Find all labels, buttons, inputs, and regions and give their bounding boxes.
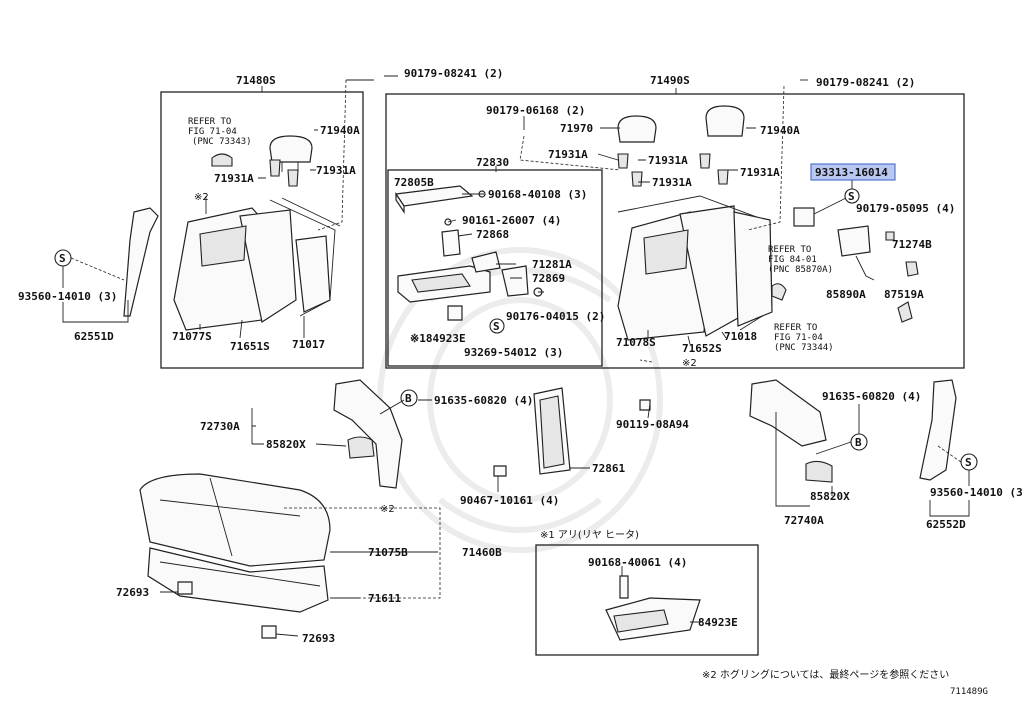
label-93313-16014[interactable]: 93313-16014 — [815, 166, 888, 179]
label-71077S: 71077S — [172, 330, 212, 343]
label-90179-08241-a: 90179-08241 (2) — [404, 67, 503, 80]
footnote-hog-ring: ※2 ホグリングについては、最終ページを参照ください — [702, 668, 949, 681]
label-71480S: 71480S — [236, 74, 276, 87]
refer-7104-a-line1: REFER TO — [188, 117, 231, 127]
label-85820X-b: 85820X — [810, 490, 850, 503]
headrest-lh-outer — [699, 105, 745, 185]
refer-8401-line1: REFER TO — [768, 245, 811, 255]
label-90176-04015: 90176-04015 (2) — [506, 310, 605, 323]
seatback-lh — [617, 195, 773, 341]
label-72861: 72861 — [592, 462, 625, 475]
label-note2-c: ※2 — [380, 504, 395, 515]
label-93560-14010-b: 93560-14010 (3) — [930, 486, 1024, 499]
box-armrest — [387, 169, 603, 367]
label-71931A-2: 71931A — [214, 172, 254, 185]
refer-7104-b-line3: (PNC 73344) — [774, 343, 834, 353]
label-72869: 72869 — [532, 272, 565, 285]
refer-7104-b-line1: REFER TO — [774, 323, 817, 333]
panel-72861 — [493, 387, 651, 477]
heater-module — [771, 207, 919, 323]
refer-7104-b-line2: FIG 71-04 — [774, 333, 823, 343]
label-90161-26007: 90161-26007 (4) — [462, 214, 561, 227]
label-90168-40108: 90168-40108 (3) — [488, 188, 587, 201]
label-72693-a: 72693 — [116, 586, 149, 599]
label-71017: 71017 — [292, 338, 325, 351]
headrest-rh — [211, 135, 313, 187]
label-72805B: 72805B — [394, 176, 434, 189]
label-93269-54012: 93269-54012 (3) — [464, 346, 563, 359]
seatback-rh — [173, 197, 341, 331]
hinge-lh — [749, 379, 833, 483]
label-84923E-a: ※184923E — [410, 332, 466, 345]
label-71611: 71611 — [368, 592, 401, 605]
label-91635-60820-b: 91635-60820 (4) — [822, 390, 921, 403]
hinge-rh — [333, 379, 403, 489]
label-71931A-5: 71931A — [652, 176, 692, 189]
label-71931A-4: 71931A — [648, 154, 688, 167]
side-trim-lh — [919, 379, 957, 481]
headrest-lh-center — [617, 115, 657, 187]
label-90179-06168: 90179-06168 (2) — [486, 104, 585, 117]
box-set-lh — [385, 93, 965, 369]
label-71931A-6: 71931A — [740, 166, 780, 179]
label-90179-05095: 90179-05095 (4) — [856, 202, 955, 215]
part-labels: 71480S 71490S REFER TO FIG 71-04 (PNC 73… — [18, 67, 1024, 697]
label-71078S: 71078S — [616, 336, 656, 349]
label-71490S: 71490S — [650, 74, 690, 87]
label-90119-08A94: 90119-08A94 — [616, 418, 689, 431]
seat-cushion — [139, 473, 331, 639]
sym-b-lh: B — [855, 436, 862, 449]
label-71940A-b: 71940A — [760, 124, 800, 137]
label-87519A: 87519A — [884, 288, 924, 301]
refer-7104-a-line2: FIG 71-04 — [188, 127, 237, 137]
label-71652S: 71652S — [682, 342, 722, 355]
side-trim-rh — [123, 207, 159, 317]
box-heater — [535, 544, 759, 656]
label-note1-heater: ※1 アリ(リヤ ヒータ) — [540, 529, 639, 541]
label-71075B: 71075B — [368, 546, 408, 559]
refer-8401-line2: FIG 84-01 — [768, 255, 817, 265]
bolt-symbol-b-rh — [400, 389, 418, 407]
label-90179-08241-b: 90179-08241 (2) — [816, 76, 915, 89]
label-72868: 72868 — [476, 228, 509, 241]
label-72740A: 72740A — [784, 514, 824, 527]
label-91635-60820-a: 91635-60820 (4) — [434, 394, 533, 407]
label-62551D: 62551D — [74, 330, 114, 343]
label-71651S: 71651S — [230, 340, 270, 353]
highlight-93313-16014[interactable] — [810, 163, 896, 181]
refer-8401-line3: (PNC 85870A) — [768, 265, 833, 275]
screw-symbol-s-armrest — [489, 318, 505, 334]
refer-7104-a-line3: (PNC 73343) — [192, 137, 252, 147]
sym-b-rh: B — [405, 392, 412, 405]
label-85820X-a: 85820X — [266, 438, 306, 451]
label-62552D: 62552D — [926, 518, 966, 531]
sym-s-armrest: S — [493, 320, 500, 333]
label-72693-b: 72693 — [302, 632, 335, 645]
label-72730A: 72730A — [200, 420, 240, 433]
figure-id: 711489G — [950, 687, 988, 697]
armrest-parts — [394, 185, 543, 321]
label-note2-b: ※2 — [682, 358, 697, 369]
label-71940A-a: 71940A — [320, 124, 360, 137]
label-84923E-b: 84923E — [698, 616, 738, 629]
leader-lines — [160, 75, 970, 637]
sym-s-heater: S — [848, 190, 855, 203]
label-71281A: 71281A — [532, 258, 572, 271]
label-71274B: 71274B — [892, 238, 932, 251]
label-71970: 71970 — [560, 122, 593, 135]
sym-s-rh: S — [59, 252, 66, 265]
sym-s-lh: S — [965, 456, 972, 469]
label-71931A-3: 71931A — [548, 148, 588, 161]
label-72830: 72830 — [476, 156, 509, 169]
label-90467-10161: 90467-10161 (4) — [460, 494, 559, 507]
heater-detail — [605, 575, 701, 641]
label-85890A: 85890A — [826, 288, 866, 301]
label-note2-a: ※2 — [194, 192, 209, 203]
label-71931A-1: 71931A — [316, 164, 356, 177]
label-71460B: 71460B — [462, 546, 502, 559]
label-71018: 71018 — [724, 330, 757, 343]
label-93560-14010-a: 93560-14010 (3) — [18, 290, 117, 303]
label-90168-40061: 90168-40061 (4) — [588, 556, 687, 569]
